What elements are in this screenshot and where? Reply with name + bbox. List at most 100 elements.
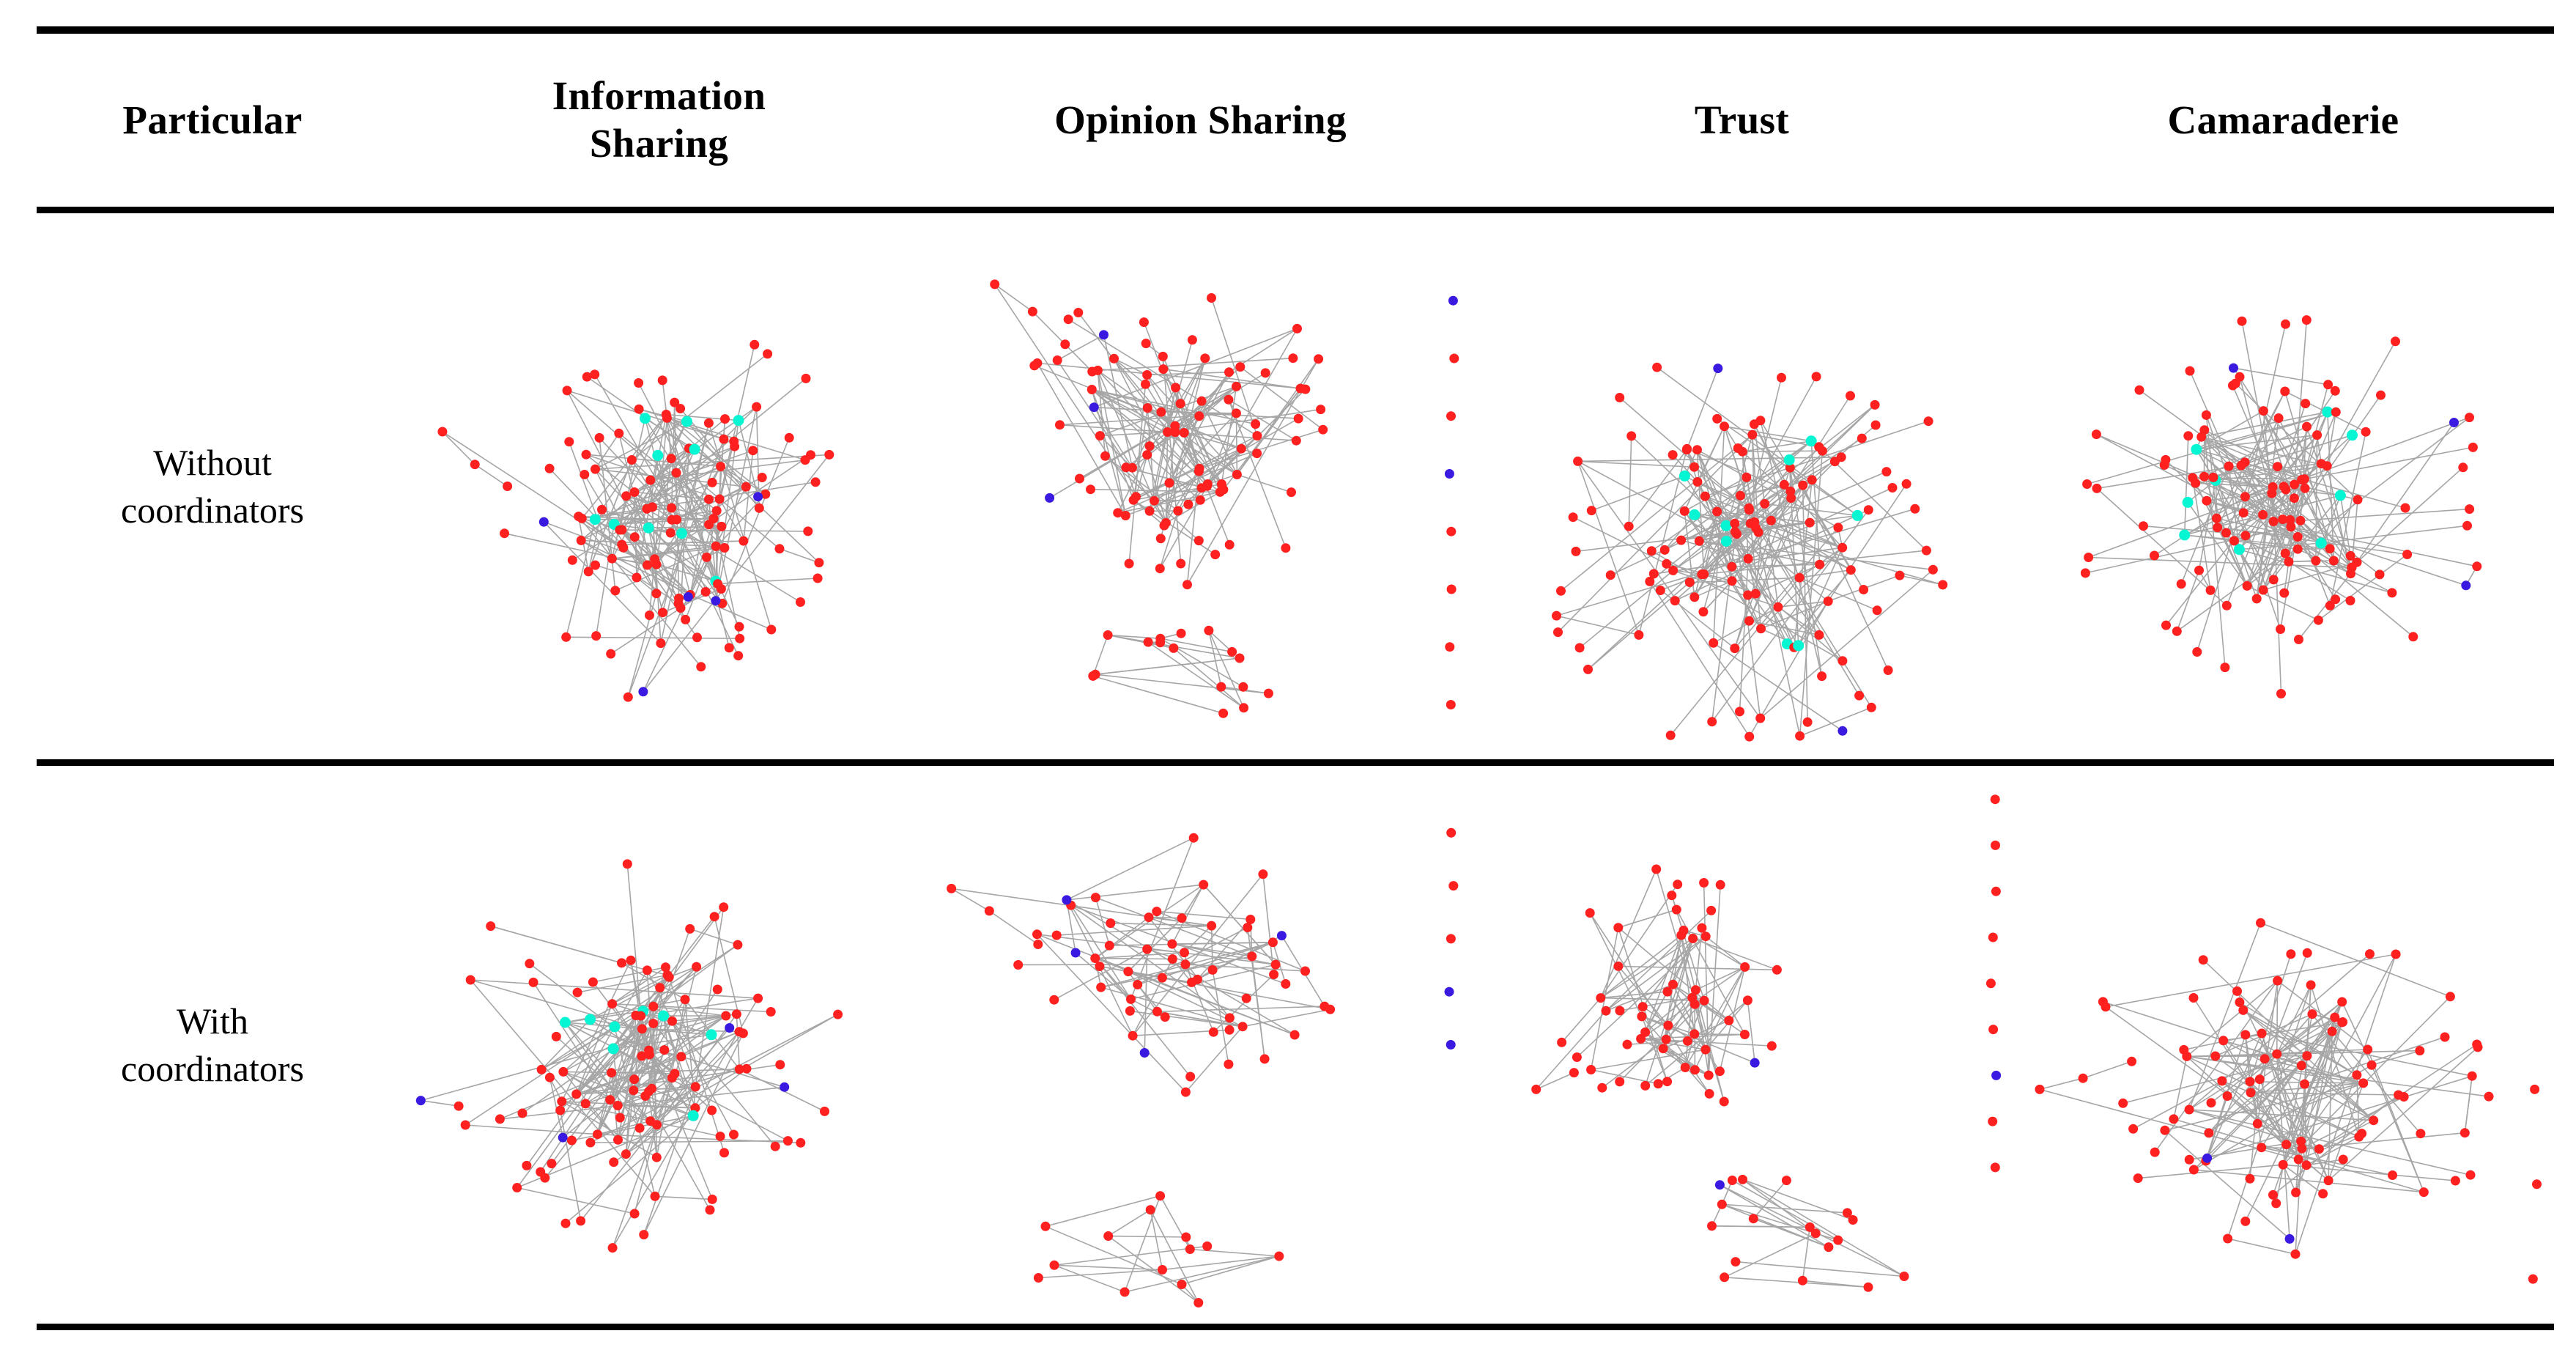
cell-without-coordinators-trust bbox=[1471, 213, 2013, 759]
graph-node bbox=[711, 596, 721, 606]
graph-node bbox=[2358, 1078, 2369, 1088]
graph-node bbox=[415, 1096, 426, 1106]
graph-node bbox=[2202, 1153, 2213, 1163]
graph-node bbox=[1715, 879, 1725, 890]
graph-node bbox=[1100, 451, 1110, 461]
graph-node bbox=[810, 477, 821, 487]
graph-node bbox=[1837, 726, 1848, 736]
graph-node bbox=[656, 638, 666, 649]
graph-node bbox=[665, 528, 676, 538]
graph-node bbox=[1846, 391, 1855, 401]
graph-node bbox=[716, 462, 726, 471]
graph-node bbox=[1287, 487, 1296, 498]
graph-node bbox=[2206, 1098, 2216, 1108]
graph-node bbox=[2484, 1091, 2494, 1102]
graph-node bbox=[2296, 1136, 2306, 1146]
graph-node bbox=[1572, 1052, 1582, 1062]
graph-node bbox=[803, 526, 813, 536]
graph-node bbox=[581, 449, 591, 460]
graph-node bbox=[536, 1064, 547, 1074]
graph-node bbox=[1655, 586, 1665, 595]
graph-node bbox=[2281, 484, 2291, 495]
graph-node bbox=[1207, 293, 1216, 303]
graph-node bbox=[2415, 1046, 2425, 1056]
graph-node bbox=[1120, 511, 1130, 520]
column-header-label: Information Sharing bbox=[552, 73, 766, 166]
cell-without-coordinators-information-sharing bbox=[388, 213, 930, 759]
graph-node bbox=[517, 1108, 528, 1118]
graph-node bbox=[824, 449, 834, 460]
graph-node bbox=[1727, 561, 1737, 572]
graph-node bbox=[1109, 353, 1119, 364]
graph-node bbox=[1157, 973, 1167, 983]
graph-node bbox=[562, 386, 572, 396]
graph-node bbox=[676, 404, 686, 413]
graph-node bbox=[1052, 355, 1062, 365]
graph-node bbox=[1863, 505, 1873, 515]
graph-node bbox=[1208, 1027, 1218, 1037]
graph-node bbox=[1866, 702, 1876, 712]
graph-node bbox=[1615, 393, 1625, 402]
graph-node bbox=[591, 560, 600, 570]
graph-node bbox=[1103, 630, 1113, 640]
graph-node bbox=[704, 520, 714, 530]
graph-node bbox=[1281, 979, 1291, 989]
graph-node bbox=[1748, 1214, 1758, 1224]
graph-node bbox=[1601, 1006, 1611, 1016]
graph-node bbox=[2323, 380, 2333, 390]
graph-edges bbox=[421, 863, 838, 1249]
graph-node bbox=[1991, 1070, 2002, 1080]
graph-node bbox=[2258, 509, 2268, 520]
graph-node bbox=[683, 591, 693, 602]
graph-node bbox=[1531, 1084, 1541, 1094]
graph-node bbox=[2400, 503, 2410, 513]
cell-with-coordinators-camaraderie bbox=[2013, 766, 2554, 1324]
graph-node bbox=[2201, 410, 2211, 420]
graph-node bbox=[689, 443, 700, 455]
graph-node bbox=[652, 449, 664, 461]
graph-node bbox=[814, 558, 824, 568]
graph-node bbox=[2530, 1084, 2540, 1094]
graph-node bbox=[1605, 570, 1615, 580]
graph-node bbox=[2402, 550, 2413, 559]
graph-node bbox=[1663, 1020, 1673, 1030]
graph-node bbox=[2091, 429, 2101, 440]
graph-node bbox=[626, 455, 637, 465]
graph-node bbox=[2365, 949, 2375, 959]
graph-node bbox=[589, 514, 601, 525]
graph-node bbox=[2440, 1032, 2450, 1042]
graph-node bbox=[1854, 690, 1865, 701]
graph-node bbox=[1797, 1275, 1807, 1286]
graph-node bbox=[2418, 1187, 2429, 1198]
graph-node bbox=[1569, 1068, 1579, 1078]
graph-node bbox=[2252, 1118, 2262, 1129]
graph-node bbox=[1183, 499, 1193, 509]
graph-node bbox=[1779, 479, 1789, 490]
graph-node bbox=[2338, 1154, 2348, 1165]
graph-node bbox=[585, 1014, 596, 1025]
graph-node bbox=[1817, 671, 1827, 682]
graph-node bbox=[2213, 523, 2223, 533]
graph-node bbox=[1090, 954, 1100, 963]
graph-node bbox=[2196, 432, 2207, 442]
graph-node bbox=[571, 1089, 582, 1099]
graph-node bbox=[704, 494, 714, 504]
graph-node bbox=[1661, 1034, 1671, 1044]
graph-node bbox=[1292, 323, 1302, 333]
graph-node bbox=[2271, 1198, 2281, 1209]
graph-node bbox=[1188, 833, 1199, 843]
graph-node bbox=[2179, 1044, 2189, 1055]
graph-node bbox=[613, 1135, 623, 1145]
graph-node bbox=[2449, 418, 2459, 427]
graph-node bbox=[503, 482, 513, 491]
graph-node bbox=[1745, 518, 1755, 528]
network-graph-opinion-sharing-without bbox=[930, 213, 1471, 759]
table-rule-top bbox=[37, 26, 2554, 34]
graph-node bbox=[750, 339, 760, 350]
graph-node bbox=[2307, 1009, 2317, 1019]
graph-node bbox=[707, 1194, 717, 1204]
graph-node bbox=[1586, 506, 1596, 516]
graph-node bbox=[1446, 526, 1457, 536]
graph-node bbox=[680, 995, 690, 1005]
graph-node bbox=[538, 517, 549, 527]
